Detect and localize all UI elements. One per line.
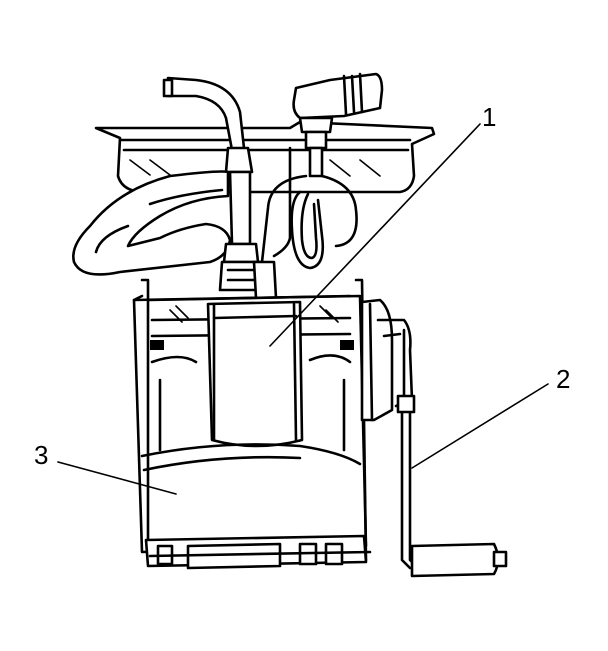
flange-tray: [94, 120, 436, 194]
wire-harness: [260, 146, 358, 270]
callout-2: 2: [556, 364, 570, 394]
reservoir-lower: [140, 443, 362, 472]
leader-lines: [57, 123, 549, 495]
callout-3: 3: [34, 440, 48, 470]
fuel-pump-body: [206, 300, 304, 448]
return-hose: [72, 170, 232, 276]
pump-coupling: [218, 242, 278, 300]
bottom-base: [144, 534, 372, 570]
callout-1: 1: [482, 102, 496, 132]
fuel-level-float: [410, 542, 508, 578]
fuel-outlet-tube: [162, 76, 254, 246]
fuel-level-sensor: [360, 298, 418, 570]
electrical-connector: [292, 72, 384, 178]
